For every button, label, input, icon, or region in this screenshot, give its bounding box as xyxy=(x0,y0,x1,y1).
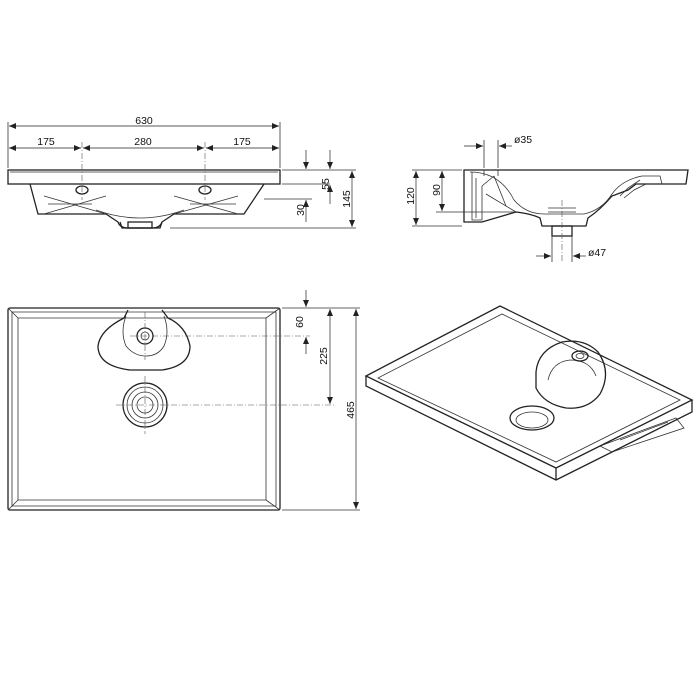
side-view: ø35 ø47 120 90 xyxy=(405,134,689,262)
basin-top-outline xyxy=(7,307,281,511)
dim-diameter-35: ø35 xyxy=(514,134,532,146)
dim-tap-offset-60: 60 xyxy=(294,316,306,328)
iso-drain-hole xyxy=(509,405,555,431)
tap-shelf xyxy=(97,309,191,371)
dim-drain-offset-225: 225 xyxy=(318,347,330,365)
iso-tap-hole xyxy=(571,350,589,362)
dim-height-90: 90 xyxy=(431,184,443,196)
front-view: 630 175 280 175 55 30 145 xyxy=(7,115,356,229)
dim-diameter-47: ø47 xyxy=(588,247,606,259)
dim-width-630: 630 xyxy=(135,115,153,127)
dim-height-145: 145 xyxy=(341,190,353,208)
dim-height-55: 55 xyxy=(320,178,332,190)
dim-right-175: 175 xyxy=(233,136,251,148)
isometric-view xyxy=(364,305,694,481)
dim-height-30: 30 xyxy=(295,204,307,216)
dim-depth-465: 465 xyxy=(345,401,357,419)
dim-height-120: 120 xyxy=(405,187,417,205)
dim-spacing-280: 280 xyxy=(134,136,152,148)
basin-side-profile xyxy=(463,169,689,227)
top-view: 60 225 465 xyxy=(7,290,360,511)
basin-top-slab xyxy=(7,169,281,185)
dim-left-175: 175 xyxy=(37,136,55,148)
iso-top-surface xyxy=(364,305,694,469)
drain-hole xyxy=(122,382,168,428)
